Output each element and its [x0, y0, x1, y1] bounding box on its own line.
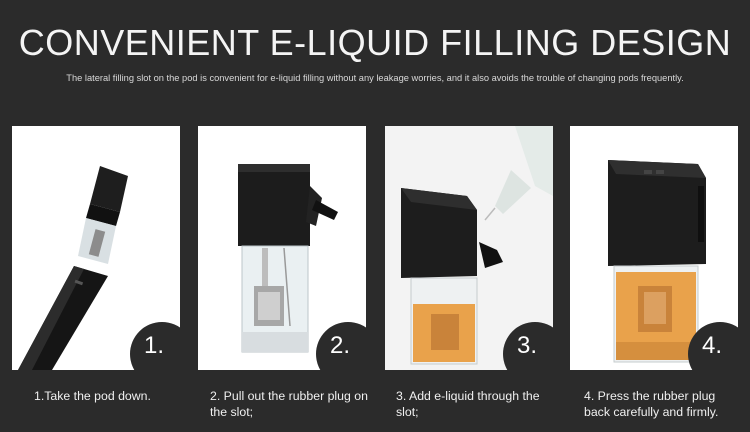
- step-1-caption: 1.Take the pod down.: [34, 389, 151, 403]
- step-3-caption: 3. Add e-liquid through the slot;: [396, 389, 540, 419]
- step-4-panel: 4.: [570, 126, 738, 370]
- step-1-panel: 1.: [12, 126, 180, 370]
- page-subtitle: The lateral filling slot on the pod is c…: [66, 73, 684, 83]
- step-2-image: [238, 164, 338, 353]
- step-3-panel: 3.: [385, 126, 553, 370]
- step-3-image: [401, 126, 553, 365]
- step-2-caption: 2. Pull out the rubber plug on the slot;: [210, 389, 368, 419]
- page-title: CONVENIENT E-LIQUID FILLING DESIGN: [18, 22, 732, 63]
- step-1-image: [18, 166, 128, 370]
- step-2-panel: 2.: [198, 126, 366, 370]
- step-4-caption: 4. Press the rubber plug back carefully …: [584, 389, 719, 419]
- step-4-image: [608, 160, 706, 363]
